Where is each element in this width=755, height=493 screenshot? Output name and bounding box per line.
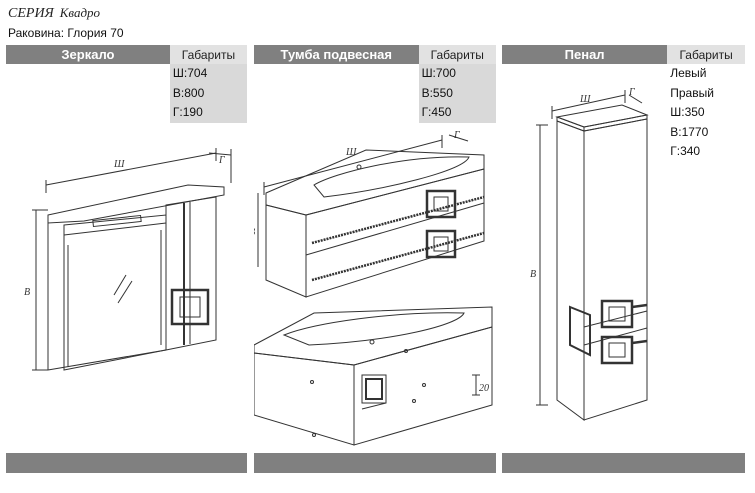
panel-vanity-dims: Ш:700 В:550 Г:450 bbox=[418, 64, 496, 123]
dim-row: В:800 bbox=[172, 85, 205, 100]
panel-tall-cabinet: Ш Г В Пенал Габариты Левый Правый Ш:350 … bbox=[502, 45, 745, 473]
dim-row: Правый bbox=[670, 85, 714, 100]
series-name: Квадро bbox=[59, 5, 101, 20]
vanity-depth-label: Г bbox=[453, 130, 460, 141]
panel-tall-cabinet-dims-header: Габариты bbox=[667, 45, 745, 64]
dim-row: Ш:704 bbox=[172, 66, 208, 80]
dim-row: Г:190 bbox=[172, 105, 203, 119]
mirror-depth-label: Г bbox=[218, 155, 225, 166]
dim-row: В:1770 bbox=[670, 124, 709, 139]
panel-mirror-title: Зеркало bbox=[6, 45, 170, 64]
dim-row: Г:340 bbox=[670, 144, 701, 158]
tall-width-label: Ш bbox=[579, 94, 591, 105]
vanity-height-label: В bbox=[254, 227, 255, 238]
dim-row: Г:450 bbox=[421, 105, 452, 119]
series-label: СЕРИЯ bbox=[8, 6, 54, 21]
dim-row: Ш:350 bbox=[670, 105, 705, 119]
dim-row: В:550 bbox=[421, 85, 453, 100]
series-title: СЕРИЯ Квадро bbox=[8, 5, 100, 22]
sink-line: Раковина: Глория 70 bbox=[8, 26, 124, 40]
mirror-height-label: В bbox=[24, 287, 30, 298]
panel-mirror-dims: Ш:704 В:800 Г:190 bbox=[169, 64, 247, 123]
panel-vanity-dims-header: Габариты bbox=[418, 45, 496, 64]
vanity-dim-value: 20 bbox=[479, 383, 489, 394]
vanity-width-label: Ш bbox=[345, 147, 357, 158]
panel-vanity-header: Тумба подвесная Габариты bbox=[254, 45, 496, 64]
panel-vanity-footer-bar bbox=[254, 453, 496, 473]
panel-vanity: Ш Г В 20 Тумба подвесная Габариты Ш:700 … bbox=[254, 45, 496, 473]
panel-mirror-dims-header: Габариты bbox=[169, 45, 247, 64]
panel-tall-cabinet-title: Пенал bbox=[502, 45, 668, 64]
panel-mirror: Ш Г В Зеркало Габариты Ш:704 В:800 Г:190 bbox=[6, 45, 247, 473]
mirror-drawing: Ш Г В bbox=[6, 45, 247, 473]
dim-row: Ш:700 bbox=[421, 66, 456, 80]
panel-vanity-title: Тумба подвесная bbox=[254, 45, 419, 64]
panel-tall-cabinet-header: Пенал Габариты bbox=[502, 45, 745, 64]
panel-mirror-header: Зеркало Габариты bbox=[6, 45, 247, 64]
panel-mirror-footer-bar bbox=[6, 453, 247, 473]
panel-tall-cabinet-dims: Левый Правый Ш:350 В:1770 Г:340 bbox=[667, 64, 745, 162]
dim-row: Левый bbox=[670, 66, 707, 80]
tall-depth-label: Г bbox=[628, 87, 635, 98]
tall-cabinet-drawing: Ш Г В bbox=[502, 45, 745, 473]
tall-height-label: В bbox=[530, 269, 536, 280]
vanity-drawing: Ш Г В 20 bbox=[254, 45, 496, 473]
mirror-width-label: Ш bbox=[113, 159, 125, 170]
panel-tall-cabinet-footer-bar bbox=[502, 453, 745, 473]
